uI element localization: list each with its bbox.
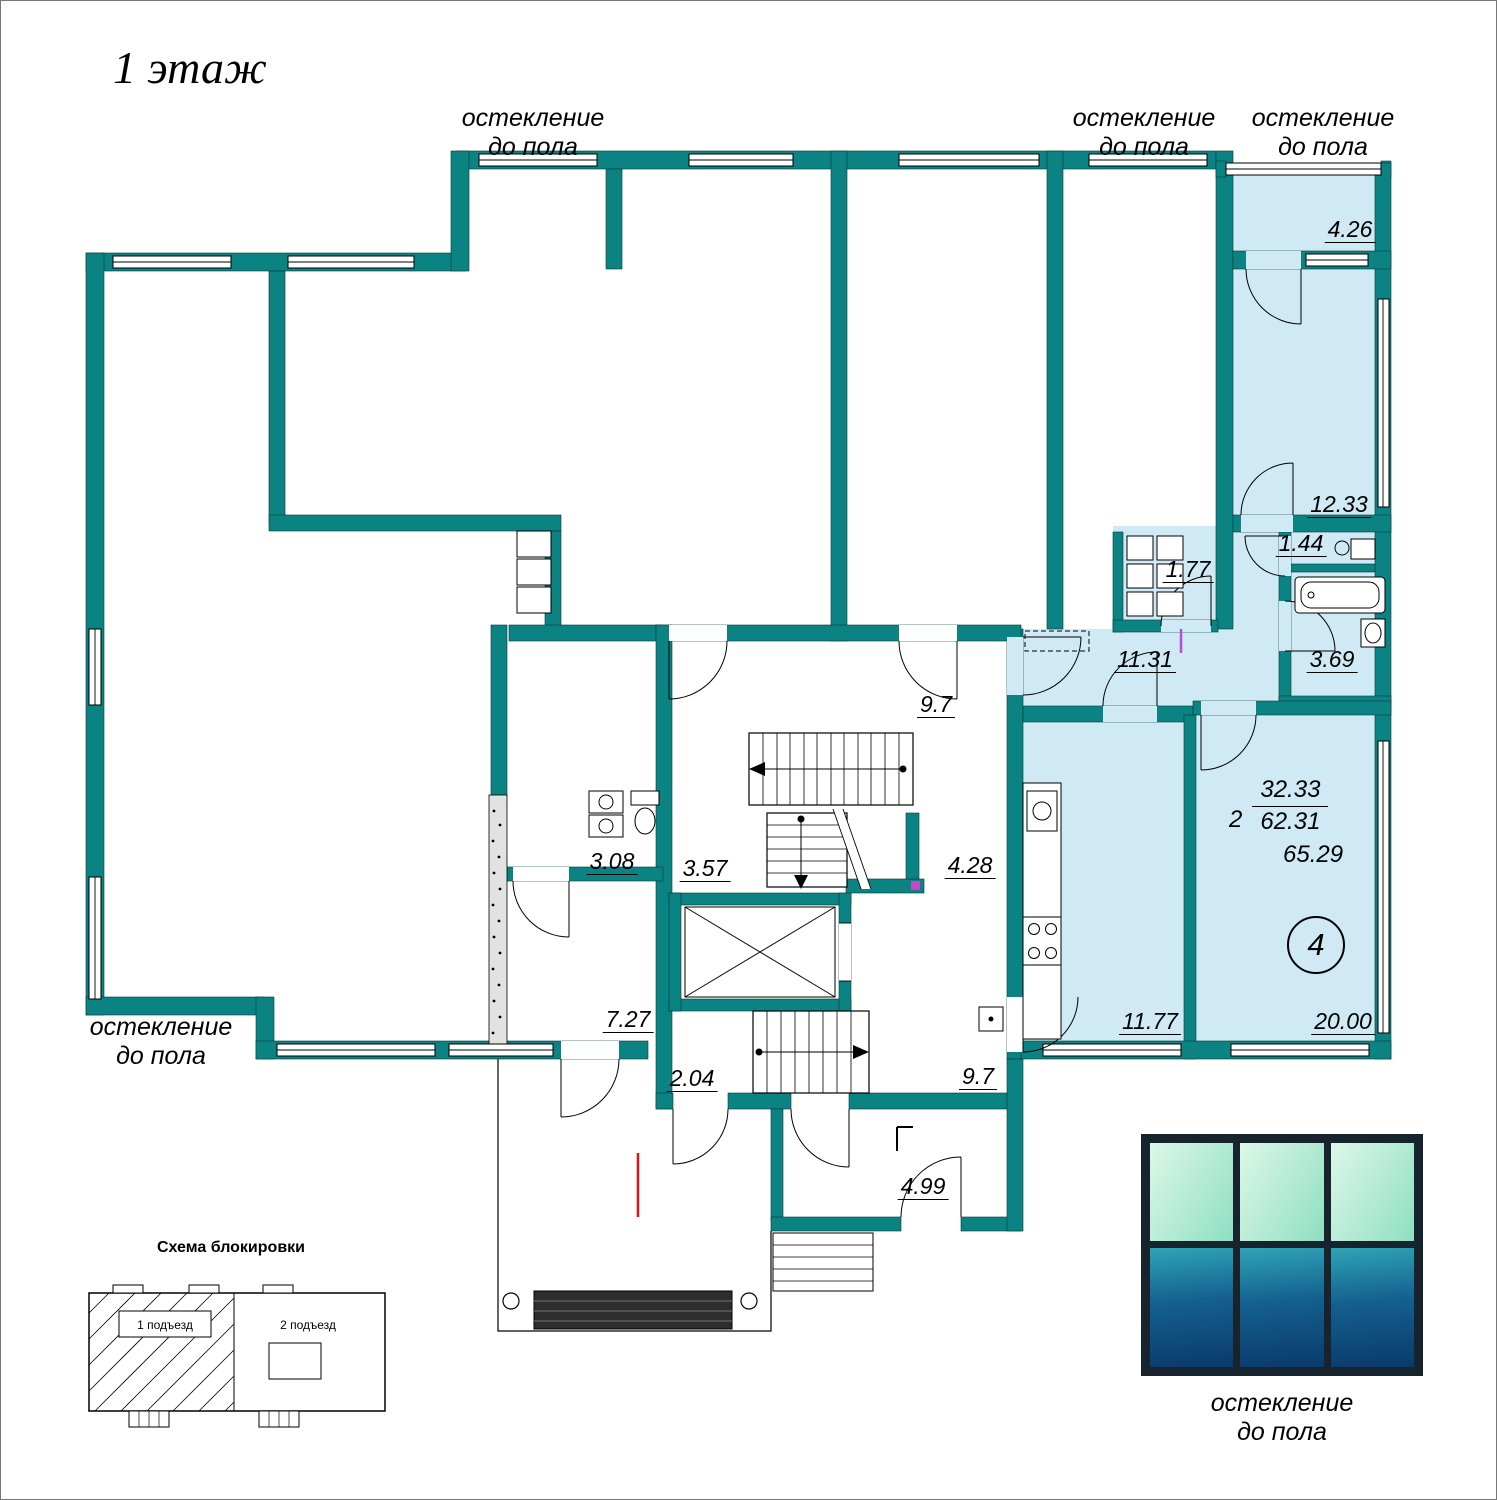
glazing-line1: остекление (89, 1013, 233, 1041)
glazing-line1: остекление (1072, 104, 1216, 132)
glazing-line1: остекление (461, 104, 605, 132)
scheme-entrance-1: 1 подъезд (137, 1318, 193, 1332)
apartment-total-area: 65.29 (1283, 841, 1344, 868)
dim-living: 20.00 (1311, 1009, 1375, 1035)
dim-lift-lobby: 4.28 (944, 853, 996, 879)
stairs-lower (752, 1010, 870, 1094)
closet-shelves (1126, 535, 1184, 617)
glazing-label-legend: остекление до пола (1211, 1389, 1354, 1447)
glazing-label-top-right-2: остекление до пола (1252, 104, 1395, 162)
blocking-scheme (88, 1284, 386, 1428)
dim-room-3-08: 3.08 (586, 849, 638, 875)
apartment-area-summary: 2 32.33 62.31 (1229, 777, 1329, 835)
glazing-label-top-center: остекление до пола (462, 104, 605, 162)
plan-marks (636, 629, 1183, 1217)
bathroom-fixtures (1294, 538, 1386, 648)
glazing-legend (1141, 1134, 1423, 1376)
dim-wc: 1.44 (1275, 531, 1327, 557)
entrance-steps (772, 1232, 874, 1292)
dim-balcony: 4.26 (1324, 217, 1376, 243)
doors (512, 268, 1336, 1218)
scheme-title: Схема блокировки (157, 1239, 305, 1256)
apartment-rooms-count: 2 (1229, 806, 1243, 833)
apartment-area-fraction: 32.33 62.31 (1252, 777, 1329, 835)
legend-pane-top-1 (1150, 1143, 1234, 1241)
dim-vestibule: 4.99 (897, 1174, 949, 1200)
dim-hall: 11.31 (1114, 647, 1176, 673)
glazing-legend-window (1141, 1134, 1423, 1376)
apartment-living-area: 32.33 (1252, 777, 1329, 807)
dim-bath: 3.69 (1306, 647, 1358, 673)
windows (88, 153, 1390, 1057)
legend-pane-bottom-3 (1330, 1248, 1414, 1367)
glazing-label-top-right-1: остекление до пола (1073, 104, 1216, 162)
dim-room-12-33: 12.33 (1307, 492, 1371, 518)
apartment-number-badge: 4 (1287, 916, 1345, 974)
glazing-line1: остекление (1251, 104, 1395, 132)
legend-pane-top-3 (1330, 1143, 1414, 1241)
entrance-mat (533, 1290, 733, 1330)
glazing-line2: до пола (1099, 133, 1189, 161)
kitchen-fixtures (1022, 782, 1062, 1040)
elevator-shaft (684, 906, 851, 998)
dim-room-7-27: 7.27 (602, 1007, 654, 1033)
apartment-area: 62.31 (1260, 808, 1321, 835)
glazing-line1: остекление (1210, 1389, 1354, 1417)
glazing-line2: до пола (488, 133, 578, 161)
dim-corridor-top: 9.7 (917, 692, 955, 718)
legend-pane-top-2 (1240, 1143, 1324, 1241)
glazing-label-left: остекление до пола (90, 1013, 233, 1071)
legend-pane-bottom-1 (1150, 1248, 1234, 1367)
glazing-line2: до пола (1237, 1418, 1327, 1446)
glazing-line2: до пола (1278, 133, 1368, 161)
glazing-line2: до пола (116, 1042, 206, 1070)
door-openings (513, 251, 1301, 1059)
legend-pane-bottom-2 (1240, 1248, 1324, 1367)
dim-corridor-bottom: 9.7 (959, 1064, 997, 1090)
dim-landing-3-57: 3.57 (679, 856, 731, 882)
dim-lobby-2-04: 2.04 (666, 1066, 718, 1092)
sanitary-fixtures (516, 530, 660, 838)
utility-shaft (978, 1006, 1004, 1032)
stippled-wall (488, 794, 508, 1050)
entrance-porch (497, 1059, 772, 1332)
dim-closet: 1.77 (1162, 557, 1214, 583)
page-title: 1 этаж (113, 42, 267, 93)
dim-kitchen: 11.77 (1119, 1009, 1181, 1035)
stairs-middle (766, 808, 872, 890)
scheme-entrance-2: 2 подъезд (280, 1318, 336, 1332)
stairs-upper (748, 732, 914, 806)
